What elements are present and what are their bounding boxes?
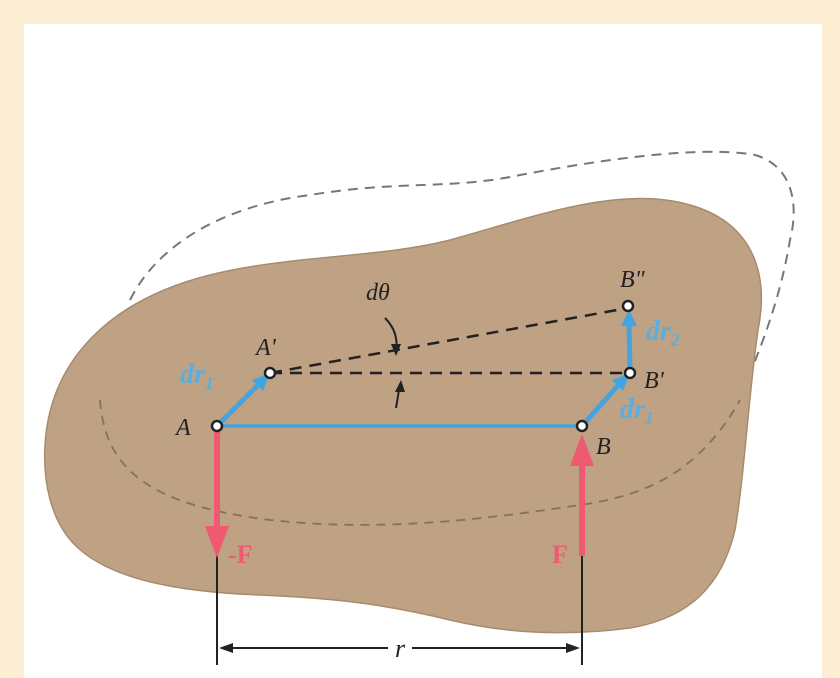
angle-arrowhead-lower: [395, 380, 405, 392]
vector-dr1-at-B-arrowhead: [612, 373, 630, 391]
point-B-double-prime: [621, 299, 635, 313]
force-minus-F-arrowhead: [205, 526, 229, 558]
vector-dr1-at-A-arrowhead: [252, 373, 270, 391]
label-B: B: [596, 434, 611, 460]
point-A: [210, 419, 224, 433]
force-F-arrowhead: [570, 434, 594, 466]
vector-dr2-arrowhead: [621, 310, 637, 326]
label-force-minus-F: -F: [228, 540, 253, 569]
label-A: A: [174, 415, 191, 441]
vector-dr1-at-A: [215, 379, 264, 428]
displaced-body-outline: [129, 150, 795, 386]
label-dr2: dr2: [646, 316, 680, 350]
label-B-double-prime: B": [620, 267, 646, 293]
label-dr1-right: dr1: [620, 394, 654, 428]
label-dr1-left: dr1: [180, 359, 214, 393]
hidden-edge-dashed-curve: [99, 399, 741, 526]
label-B-prime: B': [644, 368, 665, 394]
label-A-prime: A': [254, 335, 277, 361]
dimension-arrowhead-left: [219, 643, 233, 653]
dashed-line-A-prime-B-double-prime: [269, 306, 629, 375]
point-B: [575, 419, 589, 433]
point-A-prime: [263, 366, 277, 380]
point-B-prime: [623, 366, 637, 380]
dimension-arrowhead-right: [566, 643, 580, 653]
label-force-F: F: [552, 540, 568, 569]
vector-dr1-at-B: [580, 379, 624, 428]
angle-arrowhead-upper: [391, 344, 401, 356]
distance-label: r: [395, 634, 406, 663]
d-theta-label: dθ: [366, 280, 390, 306]
vector-dr2: [626, 321, 633, 374]
